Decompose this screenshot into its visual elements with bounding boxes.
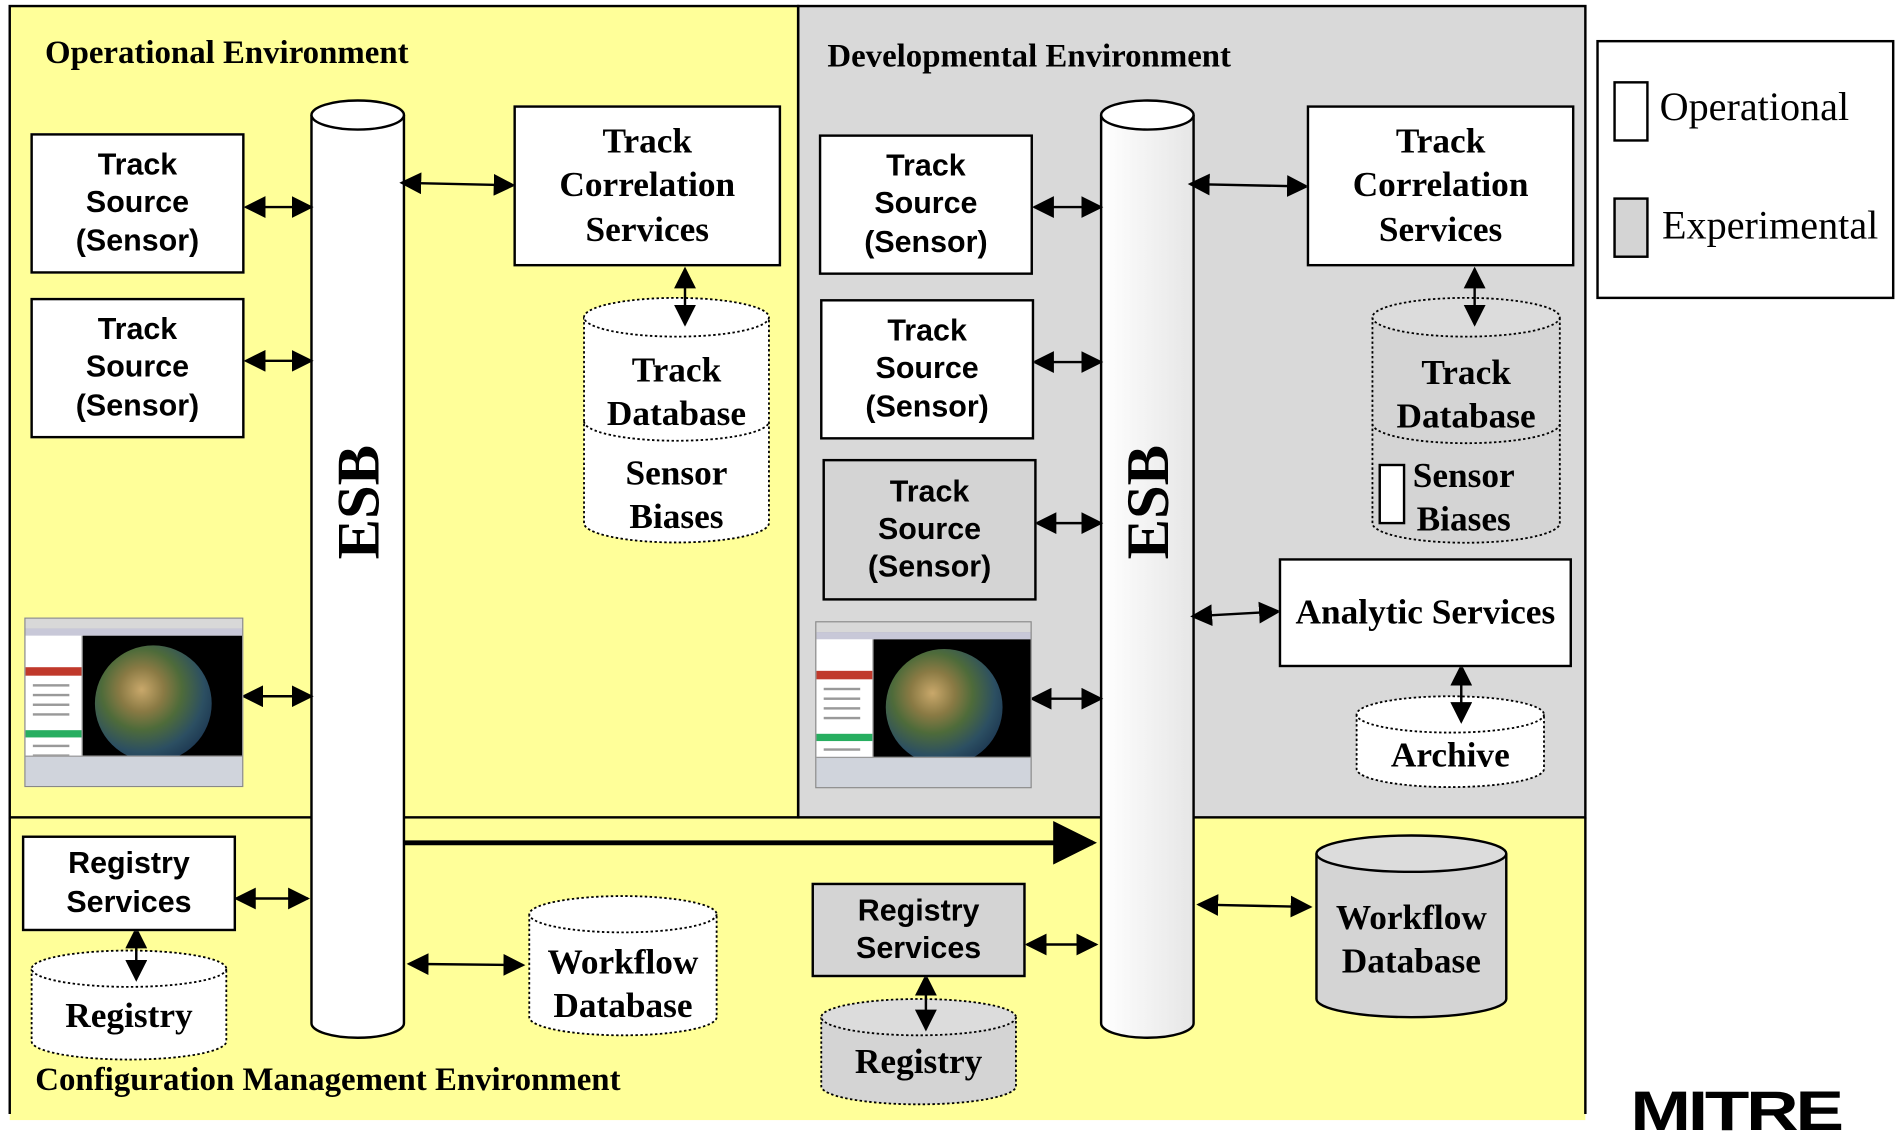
legend-swatch-operational <box>1613 81 1649 142</box>
track-correlation-label: Track Correlation Services <box>1352 122 1529 249</box>
track-source-label: Track Source (Sensor) <box>864 149 988 259</box>
registry-label: Registry <box>65 996 193 1036</box>
diagram-lines <box>8 4 1587 1115</box>
legend-swatch-experimental <box>1613 197 1649 258</box>
track-source-box-experimental: Track Source (Sensor) <box>822 458 1037 601</box>
esb-cylinder-right <box>1099 99 1195 1039</box>
analytic-services-label: Analytic Services <box>1295 593 1556 632</box>
registry-services-label: Registry Services <box>66 846 192 919</box>
track-database-label: Track Database <box>606 350 747 434</box>
track-source-box: Track Source (Sensor) <box>818 134 1033 275</box>
workflow-database-cylinder-right <box>1315 834 1508 1019</box>
legend-label-operational: Operational <box>1659 85 1850 130</box>
registry-services-label: Registry Services <box>856 893 982 966</box>
esb-cylinder-left <box>310 99 406 1039</box>
configuration-environment-title: Configuration Management Environment <box>35 1060 621 1098</box>
architecture-diagram: Operational Environment Developmental En… <box>8 4 1895 1142</box>
registry-label: Registry <box>854 1042 983 1082</box>
globe-icon <box>885 649 1003 766</box>
track-source-box: Track Source (Sensor) <box>820 299 1035 440</box>
legend-label-experimental: Experimental <box>1662 204 1879 249</box>
sensor-biases-marker <box>1378 463 1406 525</box>
arrow-cm-esb-workflow <box>406 953 526 976</box>
globe-viewer-screenshot <box>815 621 1032 789</box>
track-correlation-services-box: Track Correlation Services <box>513 105 782 267</box>
operational-environment-title: Operational Environment <box>45 33 409 71</box>
track-source-label: Track Source (Sensor) <box>865 313 989 424</box>
track-database-label: Track Database <box>1396 353 1536 436</box>
track-source-box: Track Source (Sensor) <box>30 297 245 439</box>
workflow-database-label: Workflow Database <box>547 942 699 1026</box>
esb-label-right: ESB <box>1113 444 1182 560</box>
archive-label: Archive <box>1390 736 1510 775</box>
track-source-box: Track Source (Sensor) <box>30 133 245 274</box>
developmental-environment-title: Developmental Environment <box>827 37 1231 74</box>
registry-services-box-experimental: Registry Services <box>811 882 1026 978</box>
workflow-database-cylinder-left <box>528 895 718 1037</box>
arrow-cm2-esb-workflow <box>1196 894 1313 918</box>
track-correlation-services-box: Track Correlation Services <box>1306 105 1575 267</box>
globe-icon <box>94 645 212 762</box>
esb-label-left: ESB <box>323 444 392 560</box>
analytic-services-box: Analytic Services <box>1278 558 1572 668</box>
globe-viewer-screenshot <box>24 617 244 788</box>
legend: Operational Experimental <box>1596 39 1895 300</box>
workflow-database-label: Workflow Database <box>1335 898 1487 981</box>
arrow-op-esb-correlation <box>399 172 516 196</box>
arrow-dev-esb-correlation <box>1187 173 1309 197</box>
sensor-biases-label: Sensor Biases <box>625 453 728 537</box>
arrow-dev-esb-analytic <box>1190 601 1281 627</box>
track-correlation-label: Track Correlation Services <box>559 122 736 249</box>
track-source-label: Track Source (Sensor) <box>75 312 200 423</box>
track-source-label: Track Source (Sensor) <box>867 474 992 584</box>
mitre-logo: MITRE <box>1630 1078 1844 1142</box>
registry-services-box: Registry Services <box>21 835 237 932</box>
track-source-label: Track Source (Sensor) <box>75 147 200 258</box>
sensor-biases-label: Sensor Biases <box>1412 456 1515 539</box>
